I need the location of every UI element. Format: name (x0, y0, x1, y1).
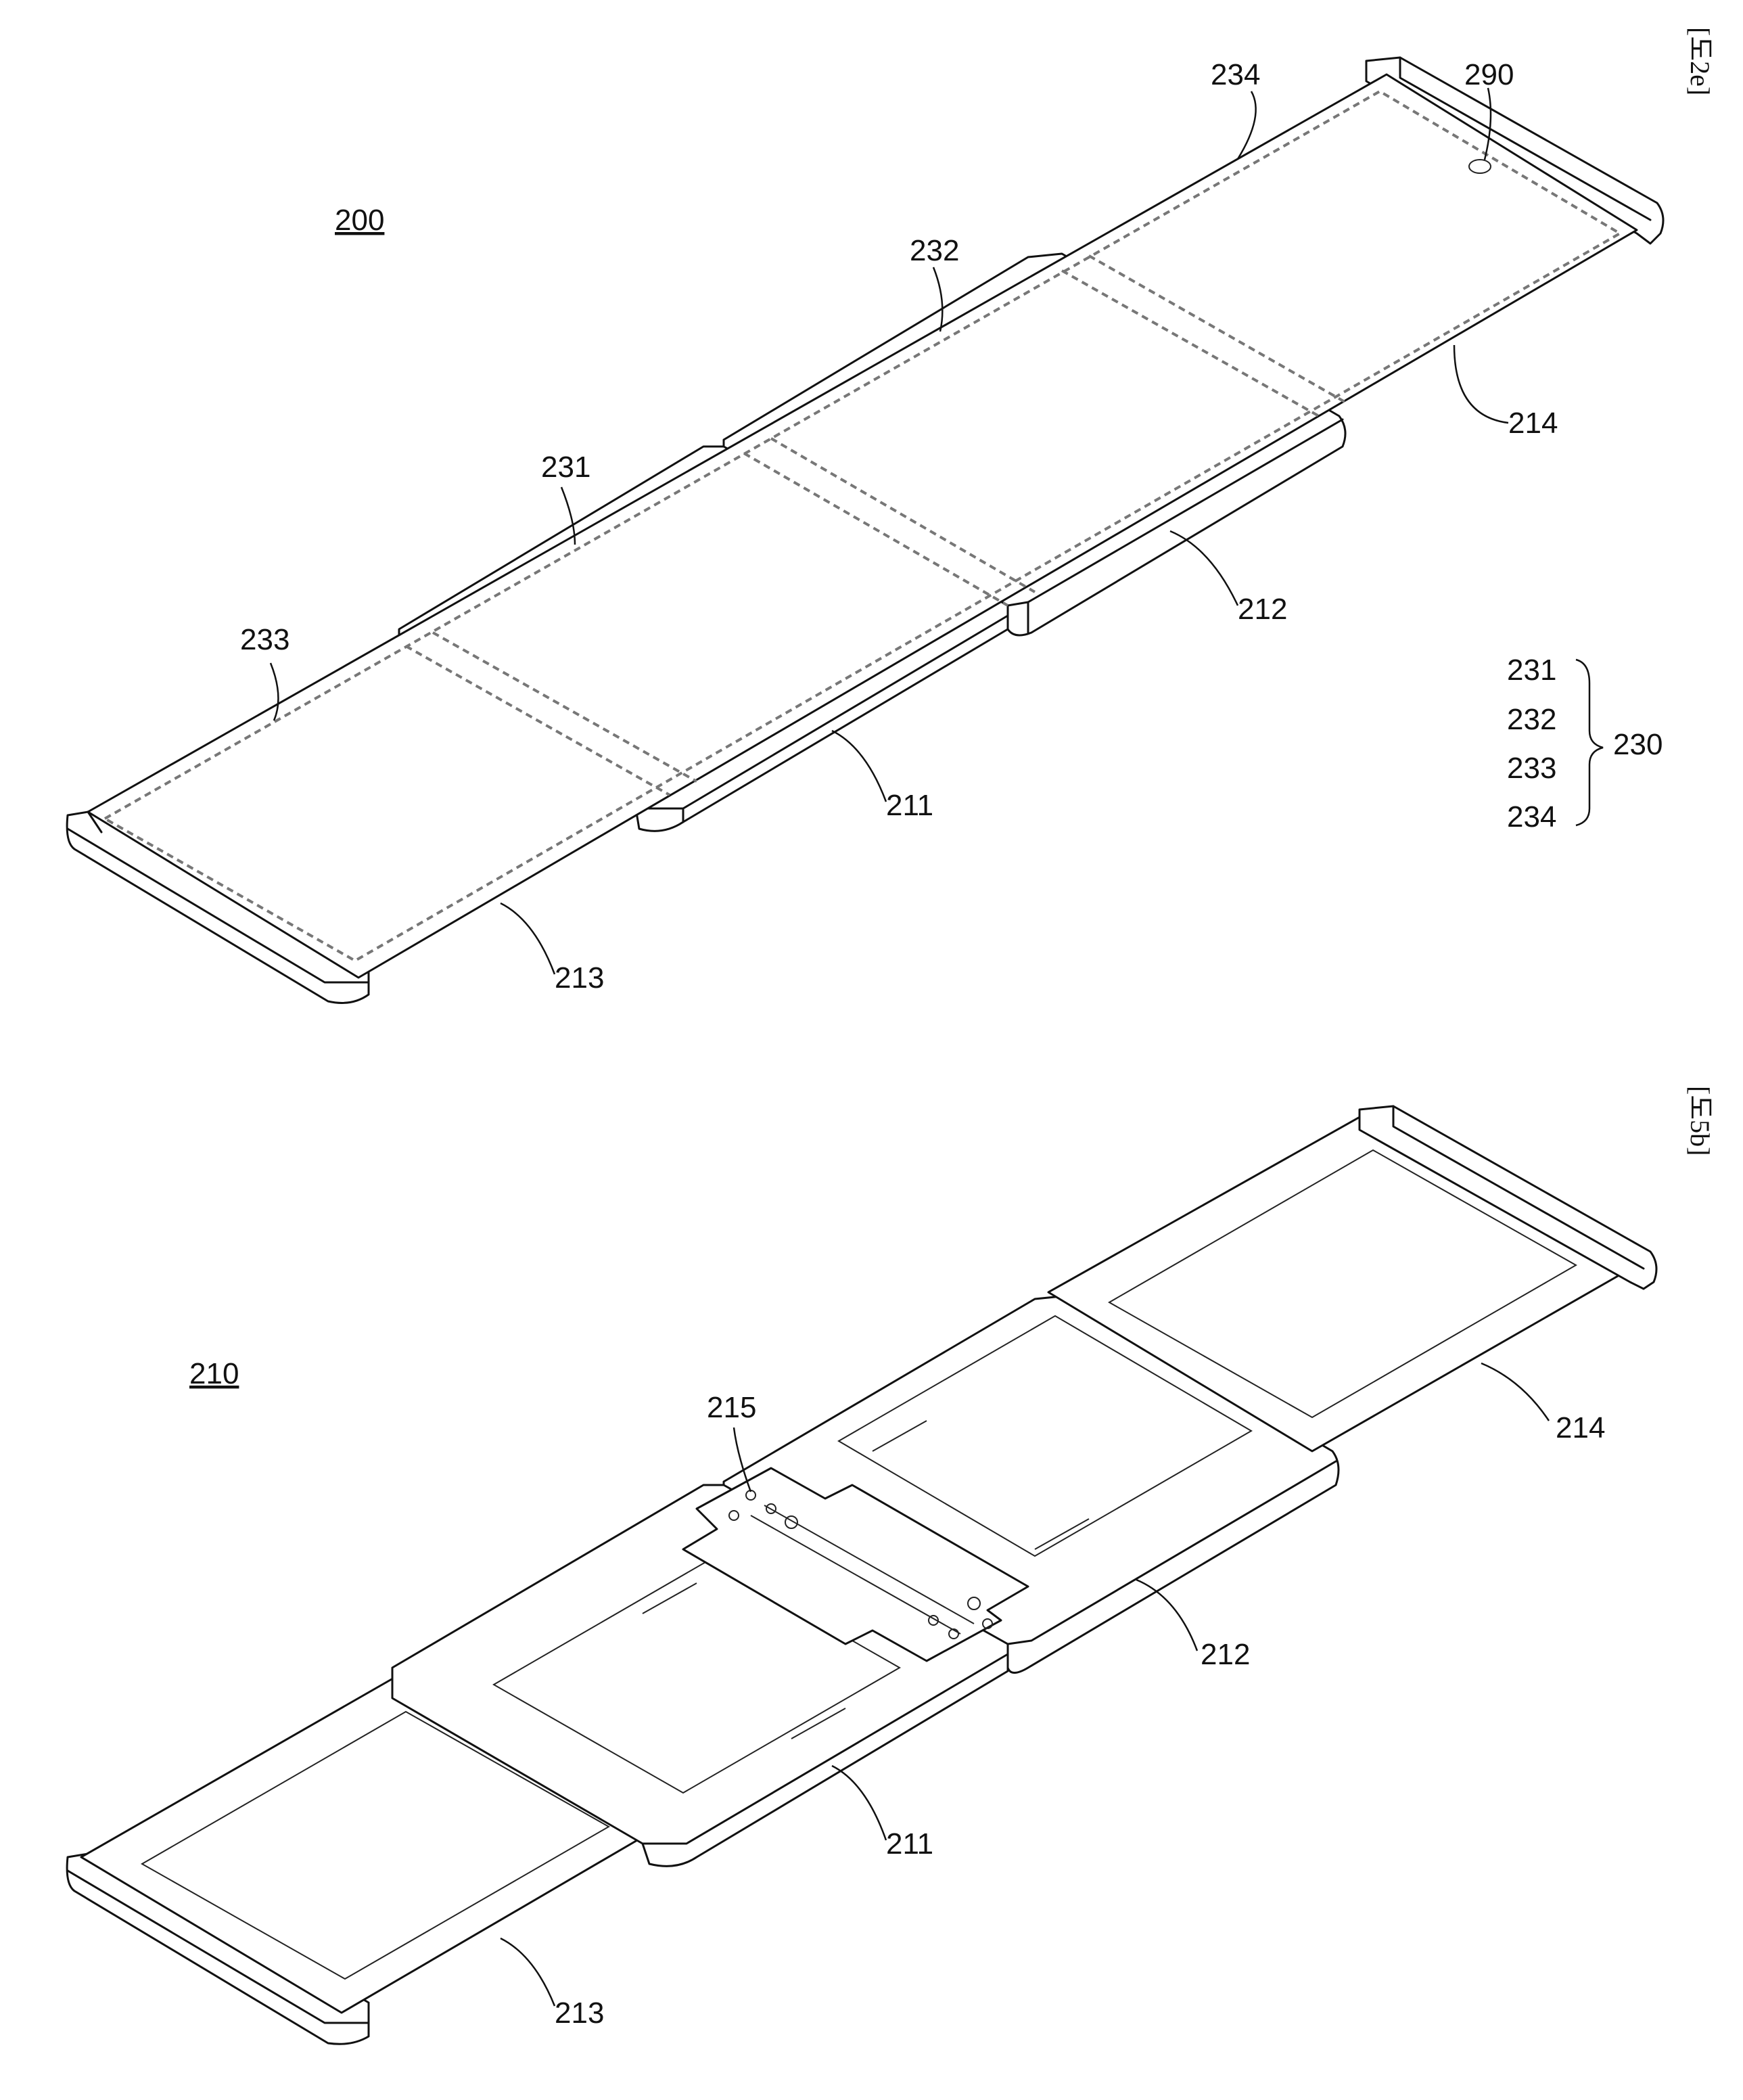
display-active-area (101, 89, 1623, 963)
label-232: 232 (910, 234, 959, 267)
label-215: 215 (707, 1391, 756, 1424)
label-212: 212 (1238, 593, 1287, 626)
legend-230: 231 232 233 234 230 (1507, 654, 1663, 834)
display-230 (87, 73, 1638, 979)
device-210-label: 210 (189, 1357, 239, 1390)
plate-214 (1365, 56, 1665, 245)
legend-item-231: 231 (1507, 654, 1556, 687)
legend-group-230: 230 (1613, 728, 1663, 761)
legend-item-234: 234 (1507, 800, 1556, 834)
legend-item-233: 233 (1507, 752, 1556, 785)
figure-2e-tag: [도2e] (1685, 27, 1715, 95)
label-214: 214 (1508, 407, 1558, 440)
label-211-b: 211 (886, 1827, 933, 1861)
label-234: 234 (1211, 58, 1260, 91)
label-214-b: 214 (1556, 1411, 1605, 1444)
label-231: 231 (541, 451, 590, 484)
figure-2e: [도2e] (66, 27, 1715, 1004)
label-233: 233 (240, 623, 289, 656)
frame-212-b (722, 1294, 1340, 1674)
sensor-290-hole (1468, 159, 1491, 174)
plate-214-b (1047, 1105, 1658, 1453)
plate-213 (66, 807, 370, 1004)
legend-item-232: 232 (1507, 703, 1556, 736)
device-200-label: 200 (335, 204, 384, 237)
label-213: 213 (555, 961, 604, 995)
legend-brace (1575, 658, 1604, 827)
label-212-b: 212 (1201, 1638, 1250, 1671)
label-290: 290 (1464, 58, 1514, 91)
figure-5b: [도5b] (66, 1086, 1715, 2045)
label-211: 211 (886, 789, 933, 822)
figure-5b-tag: [도5b] (1685, 1086, 1715, 1156)
hinge-215 (682, 1467, 1029, 1662)
label-213-b: 213 (555, 1996, 604, 2030)
